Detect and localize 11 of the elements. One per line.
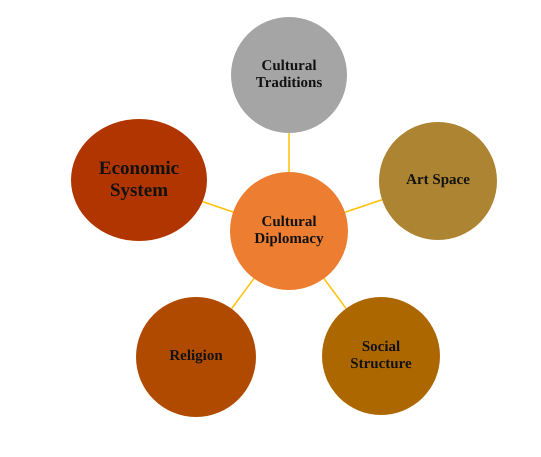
node-label: Art Space — [405, 172, 471, 190]
connector-line — [231, 278, 255, 310]
node-label: Cultural Traditions — [254, 58, 324, 92]
connector-line — [323, 278, 347, 309]
node-label: Economic System — [98, 158, 180, 202]
node-label: Cultural Diplomacy — [253, 214, 325, 248]
node-label: Social Structure — [349, 338, 413, 374]
connector-line — [288, 133, 290, 172]
connector-line — [202, 200, 234, 213]
connector-line — [344, 199, 382, 213]
node-label: Religion — [168, 348, 224, 366]
